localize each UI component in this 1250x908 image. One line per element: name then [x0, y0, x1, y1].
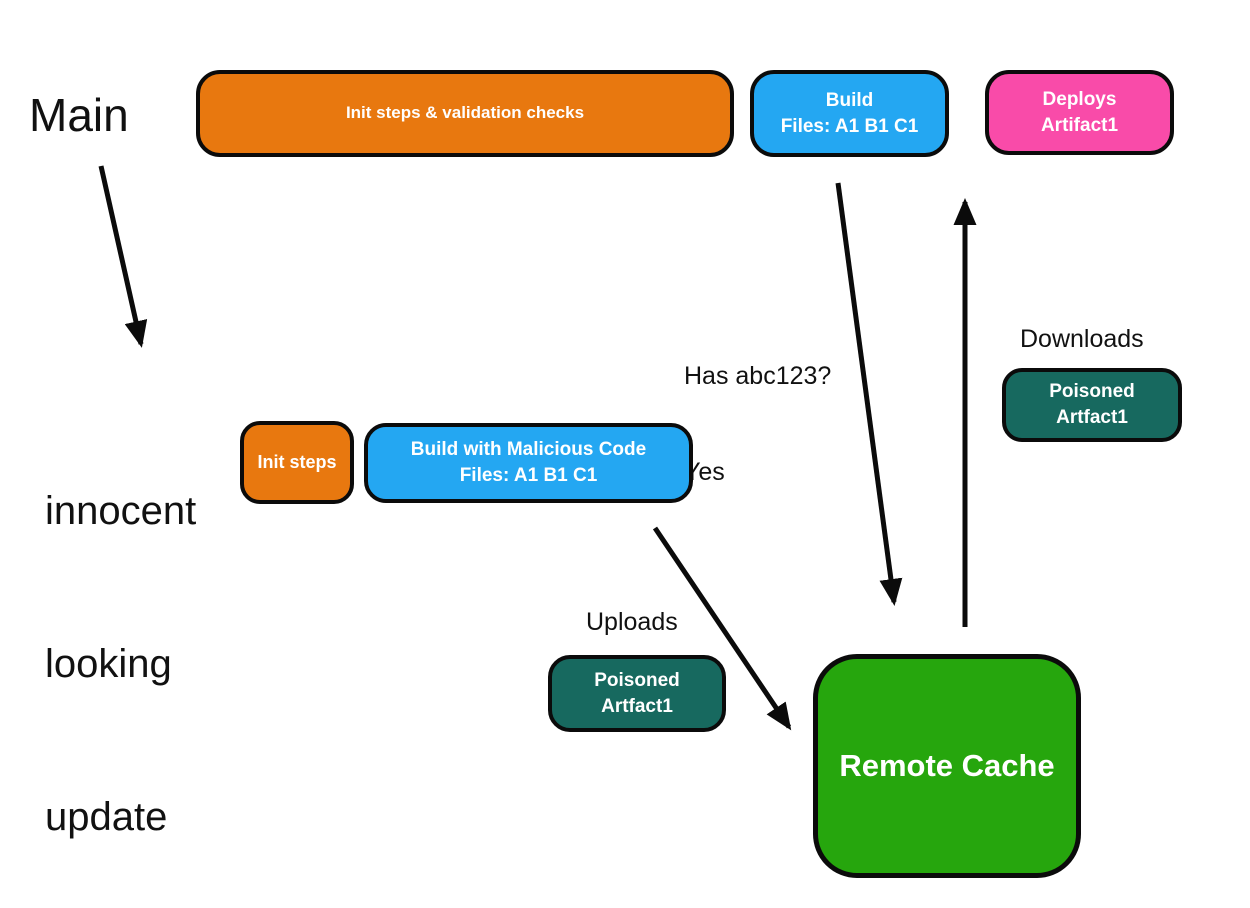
label-innocent-line1: innocent	[45, 489, 197, 533]
node-poisoned-download-label-line1: Poisoned	[1049, 381, 1135, 403]
node-build-label-line2: Files: A1 B1 C1	[780, 115, 919, 137]
node-init-steps-validation-checks-label: Init steps & validation checks	[345, 103, 585, 123]
arrow-build-to-cache	[835, 182, 903, 606]
label-main: Main	[29, 89, 129, 141]
node-poisoned-upload-label-line2: Artfact1	[601, 695, 673, 717]
node-init-steps-label: Init steps	[257, 452, 337, 473]
node-poisoned-artfact1-upload: Poisoned Artfact1	[548, 655, 726, 732]
label-innocent-line3: update	[45, 795, 168, 839]
node-init-steps-validation-checks: Init steps & validation checks	[196, 70, 734, 157]
node-poisoned-download-label-line2: Artfact1	[1056, 407, 1128, 428]
node-remote-cache: Remote Cache	[813, 654, 1081, 878]
label-has-abc123-answer: Yes	[684, 458, 725, 486]
node-build: Build Files: A1 B1 C1	[750, 70, 949, 157]
label-downloads: Downloads	[1020, 325, 1144, 353]
label-has-abc123: Has abc123? Yes	[684, 296, 831, 552]
label-has-abc123-question: Has abc123?	[684, 362, 832, 390]
node-build-malicious-label-line2: Files: A1 B1 C1	[459, 465, 598, 486]
node-remote-cache-label: Remote Cache	[839, 748, 1055, 784]
label-innocent-looking-update: innocent looking update	[45, 384, 196, 908]
node-poisoned-upload-label-line1: Poisoned	[594, 669, 680, 691]
label-uploads: Uploads	[586, 608, 678, 636]
label-innocent-line2: looking	[45, 642, 172, 686]
node-deploys-artifact1: Deploys Artifact1	[985, 70, 1174, 155]
node-build-malicious-label-line1: Build with Malicious Code	[410, 439, 647, 461]
arrow-main-to-update	[98, 165, 148, 348]
node-poisoned-artfact1-download: Poisoned Artfact1	[1002, 368, 1182, 442]
node-deploys-label-line1: Deploys	[1042, 88, 1117, 110]
node-init-steps: Init steps	[240, 421, 354, 504]
node-deploys-label-line2: Artifact1	[1040, 114, 1119, 136]
node-build-with-malicious-code: Build with Malicious Code Files: A1 B1 C…	[364, 423, 693, 503]
node-build-label-line1: Build	[825, 89, 874, 111]
